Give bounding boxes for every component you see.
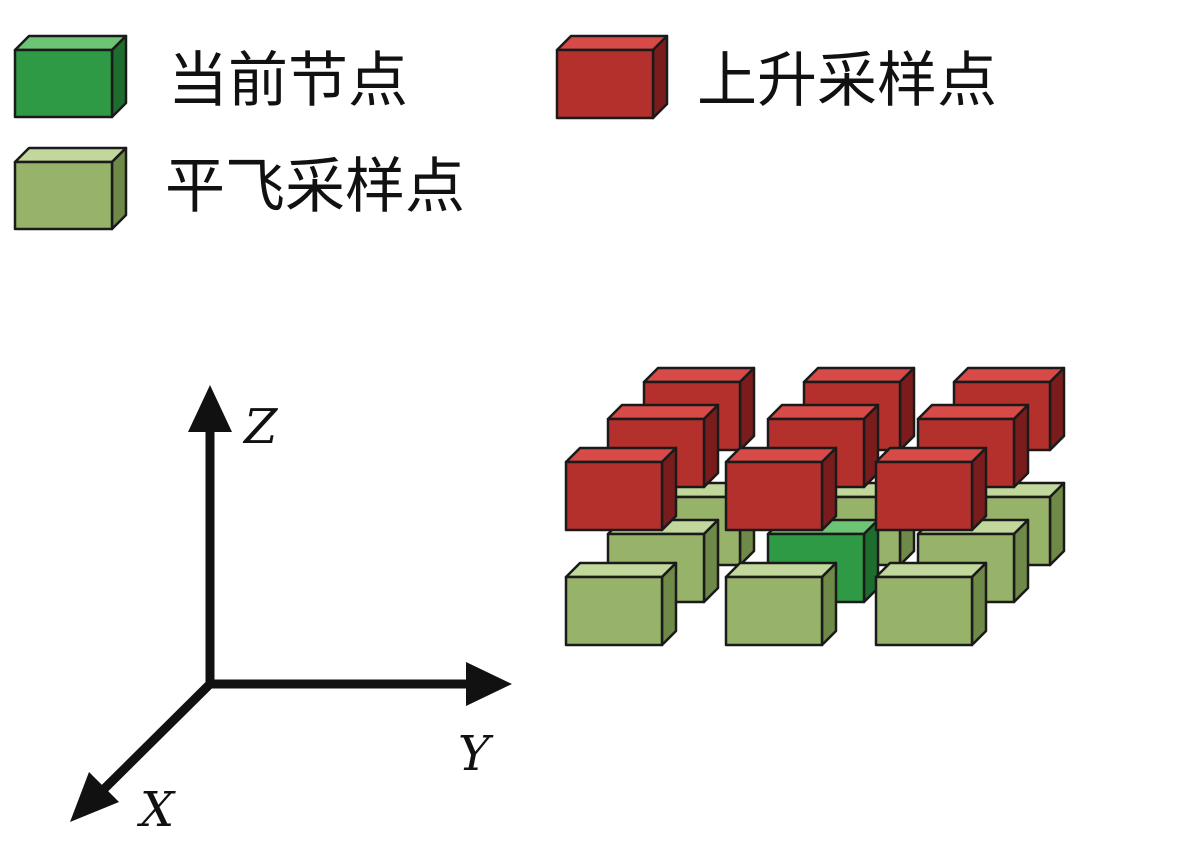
level-sample-cube-r0-c1-top: [724, 561, 838, 579]
climb-sample-cube-r1-c0-top: [606, 403, 720, 421]
legend-cube-current-side: [110, 34, 128, 119]
legend-label-level-sample: 平飞采样点: [165, 152, 465, 222]
level-sample-cube-r0-c0-top: [564, 561, 678, 579]
climb-sample-cube-r0-c0-top: [564, 446, 678, 464]
climb-sample-cube-r0-c1-side: [820, 446, 838, 532]
level-sample-cube-r0-c1-front: [724, 575, 824, 647]
level-sample-cube-r0-c0-side: [660, 561, 678, 647]
climb-sample-cube-r2-c1-top: [802, 366, 916, 384]
level-sample-cube-r0-c2: [874, 561, 988, 647]
legend-label-climb-sample: 上升采样点: [697, 46, 997, 116]
level-sample-cube-r2-c2-side: [1048, 481, 1066, 567]
level-sample-cube-r0-c2-top: [874, 561, 988, 579]
legend-cube-climb-side: [651, 34, 669, 120]
legend-cube-climb-top: [555, 34, 669, 52]
y-axis-label: Y: [458, 726, 494, 782]
x-axis-arrowhead: [70, 772, 119, 822]
legend-cube-level: [13, 146, 128, 231]
climb-sample-cube-r0-c0-front: [564, 460, 664, 532]
x-axis-line: [94, 678, 216, 799]
level-sample-cube-r1-c2-side: [1012, 518, 1030, 604]
legend-swatch-current-node: [13, 34, 128, 119]
climb-sample-cube-r0-c0: [564, 446, 678, 532]
climb-sample-cube-r1-c2-side: [1012, 403, 1030, 489]
climb-sample-cube-r1-c1-top: [766, 403, 880, 421]
z-axis-arrowhead: [188, 385, 232, 432]
legend-label-current-node: 当前节点: [168, 46, 408, 116]
legend-cube-level-side: [110, 146, 128, 231]
level-sample-cube-r0-c1: [724, 561, 838, 647]
climb-sample-cube-r2-c0-top: [642, 366, 756, 384]
climb-sample-cube-r0-c1-front: [724, 460, 824, 532]
sampling-cube-grid: [564, 366, 1066, 647]
climb-sample-cube-r0-c2: [874, 446, 988, 532]
z-axis-label: Z: [242, 399, 279, 455]
level-sample-cube-r0-c0-front: [564, 575, 664, 647]
legend-cube-current-top: [13, 34, 128, 52]
level-sample-cube-r0-c1-side: [820, 561, 838, 647]
climb-sample-cube-r2-c2-side: [1048, 366, 1066, 452]
climb-sample-cube-r2-c2-top: [952, 366, 1066, 384]
y-axis-arrowhead: [466, 662, 512, 706]
legend-cube-current-front: [13, 48, 114, 119]
climb-sample-cube-r0-c2-top: [874, 446, 988, 464]
climb-sample-cube-r0-c0-side: [660, 446, 678, 532]
level-sample-cube-r0-c0: [564, 561, 678, 647]
climb-sample-cube-r2-c1-side: [898, 366, 916, 452]
climb-sample-cube-r0-c2-side: [970, 446, 988, 532]
legend-cube-level-top: [13, 146, 128, 164]
level-sample-cube-r0-c2-side: [970, 561, 988, 647]
legend-cube-current: [13, 34, 128, 119]
legend: 当前节点 上升采样点 平飞采样点: [13, 34, 997, 231]
climb-sample-cube-r0-c1-top: [724, 446, 838, 464]
legend-swatch-climb-sample: [555, 34, 669, 120]
legend-cube-climb: [555, 34, 669, 120]
x-axis-label: X: [136, 782, 176, 838]
level-sample-cube-r1-c0-side: [702, 518, 720, 604]
legend-cube-level-front: [13, 160, 114, 231]
climb-sample-cube-r0-c2-front: [874, 460, 974, 532]
level-sample-cube-r0-c2-front: [874, 575, 974, 647]
climb-sample-cube-r1-c2-top: [916, 403, 1030, 421]
climb-sample-cube-r1-c0-side: [702, 403, 720, 489]
legend-swatch-level-sample: [13, 146, 128, 231]
legend-cube-climb-front: [555, 48, 655, 120]
climb-sample-cube-r2-c0-side: [738, 366, 756, 452]
coordinate-axes: Z Y X: [70, 385, 512, 838]
climb-sample-cube-r0-c1: [724, 446, 838, 532]
